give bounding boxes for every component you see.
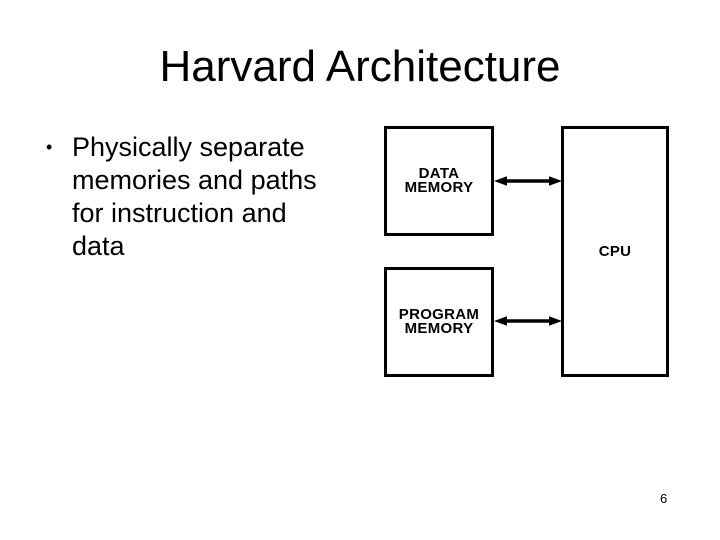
bullet-text: Physically separate memories and paths f… (72, 132, 317, 261)
arrowhead-right (549, 316, 562, 326)
program-memory-label: PROGRAM MEMORY (398, 306, 480, 337)
data-memory-cpu-arrow-icon (494, 176, 562, 186)
slide-page-number: 6 (660, 491, 668, 506)
bullet-item: • Physically separate memories and paths… (46, 131, 361, 263)
cpu-label: CPU (598, 242, 632, 260)
cpu-box: CPU (561, 126, 669, 377)
data-memory-box: DATA MEMORY (384, 126, 494, 236)
program-memory-box: PROGRAM MEMORY (384, 267, 494, 377)
program-memory-cpu-arrow-icon (494, 316, 562, 326)
data-memory-label: DATA MEMORY (404, 165, 474, 196)
bullet-marker-icon: • (46, 137, 53, 157)
arrowhead-left (494, 176, 507, 186)
arrowhead-right (549, 176, 562, 186)
slide-title: Harvard Architecture (159, 42, 561, 91)
arrowhead-left (494, 316, 507, 326)
